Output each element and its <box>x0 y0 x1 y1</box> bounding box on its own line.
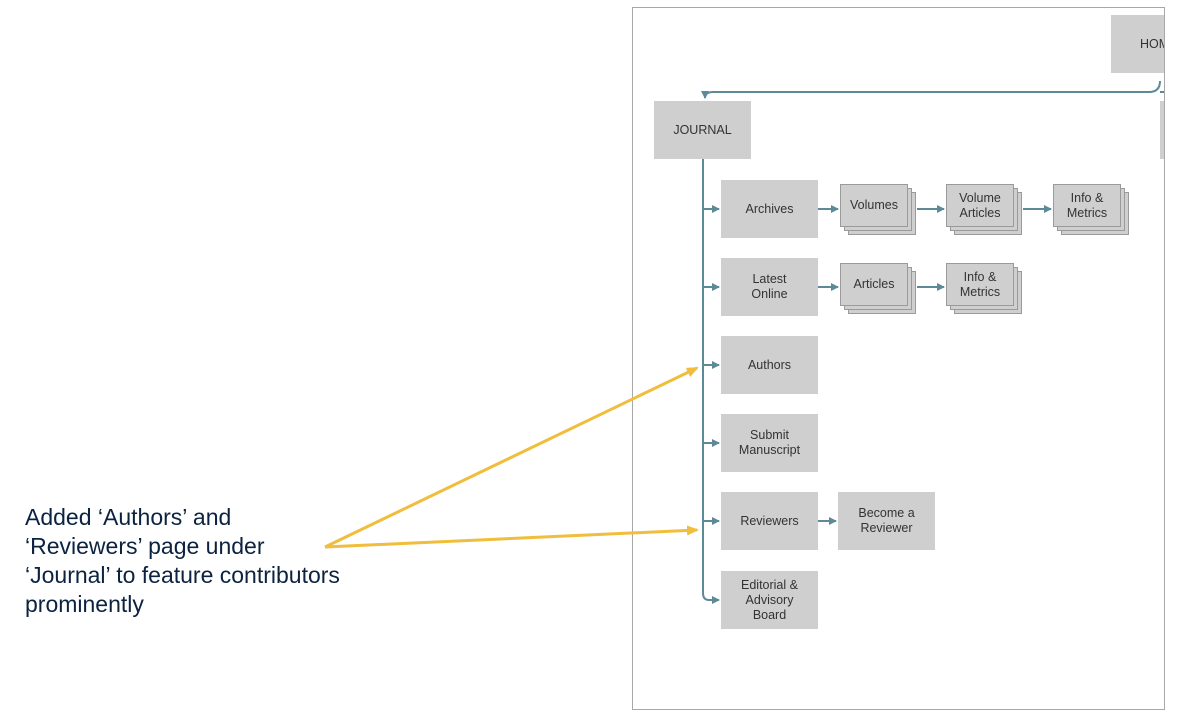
authors-node: Authors <box>721 336 818 394</box>
become-reviewer-node: Become a Reviewer <box>838 492 935 550</box>
home-node: HOM <box>1111 15 1164 73</box>
reviewers-label: Reviewers <box>740 513 799 528</box>
volume-articles-label: Articles <box>959 205 1001 220</box>
editorial-board-node: Editorial & Advisory Board <box>721 571 818 629</box>
become-reviewer-label: Reviewer <box>860 521 913 535</box>
annotation-line: prominently <box>25 591 144 617</box>
annotation-text: Added ‘Authors’ and ‘Reviewers’ page und… <box>25 503 405 619</box>
archives-node: Archives <box>721 180 818 238</box>
submit-manuscript-label: Manuscript <box>738 443 801 457</box>
volume-articles-label: Volume <box>959 190 1001 205</box>
latest-online-label: Latest <box>752 272 787 286</box>
home-to-journal-connector <box>701 80 1161 99</box>
archives-label: Archives <box>745 201 794 216</box>
latest-online-label: Online <box>751 287 788 301</box>
editorial-board-label: Editorial & <box>741 577 798 592</box>
info-metrics-label: Metrics <box>1066 205 1108 220</box>
journal-trunk <box>702 159 710 601</box>
annotation-line: ‘Journal’ to feature contributors <box>25 562 340 588</box>
sitemap-frame: HOM JOURNAL Archives Volumes Volume Arti… <box>632 7 1165 710</box>
submit-manuscript-node: Submit Manuscript <box>721 414 818 472</box>
info-metrics-label: Metrics <box>959 284 1001 299</box>
latest-online-node: Latest Online <box>721 258 818 316</box>
submit-manuscript-label: Submit <box>750 428 789 442</box>
articles-label: Articles <box>853 277 895 291</box>
info-metrics-label: Info & <box>1070 190 1104 205</box>
home-sibling-node <box>1160 101 1164 159</box>
annotation-line: ‘Reviewers’ page under <box>25 533 265 559</box>
authors-label: Authors <box>747 357 792 372</box>
become-reviewer-label: Become a <box>858 506 915 520</box>
reviewers-node: Reviewers <box>721 492 818 550</box>
editorial-board-label: Board <box>752 607 787 622</box>
volumes-label: Volumes <box>850 198 898 212</box>
journal-node: JOURNAL <box>654 101 751 159</box>
info-metrics-label: Info & <box>963 269 997 284</box>
editorial-board-label: Advisory <box>745 592 794 607</box>
connector-lines <box>701 80 1164 604</box>
annotation-line: Added ‘Authors’ and <box>25 504 232 530</box>
home-label: HOM <box>1140 36 1164 51</box>
journal-label: JOURNAL <box>673 122 732 137</box>
